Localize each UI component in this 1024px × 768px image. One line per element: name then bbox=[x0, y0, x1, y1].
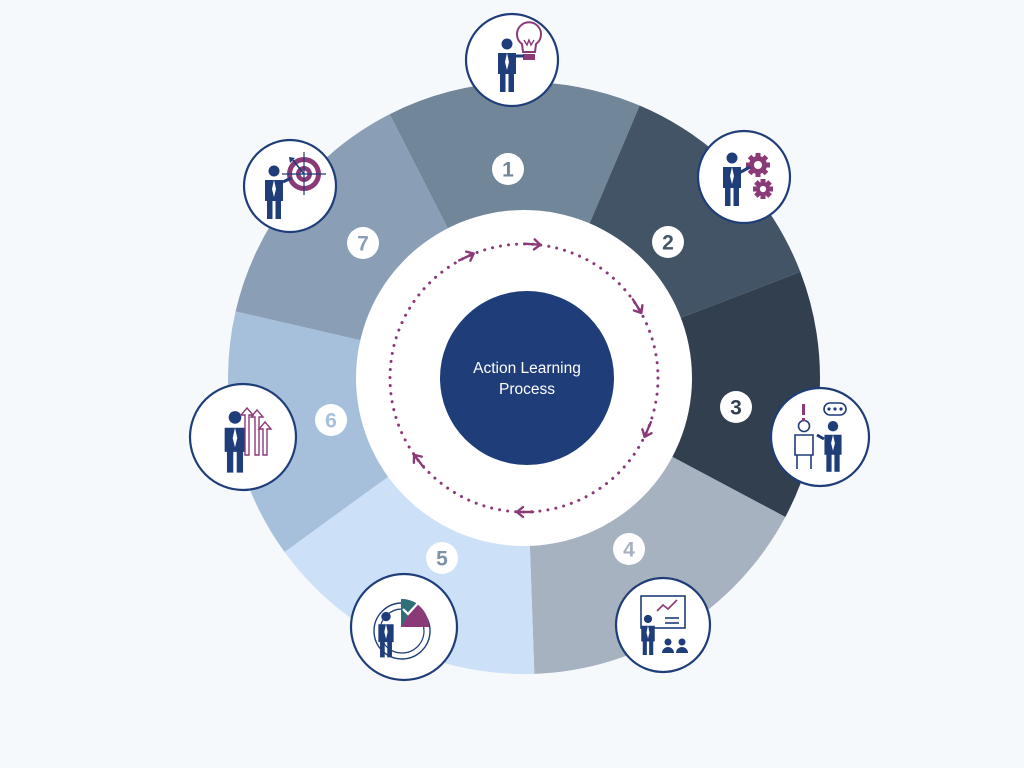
cycle-arrow-icon bbox=[631, 298, 644, 315]
cycle-arrow-icon bbox=[641, 420, 653, 439]
step-badge-7: 7 bbox=[347, 227, 379, 259]
person-target-icon bbox=[242, 138, 338, 234]
person-pie-chart-icon bbox=[349, 572, 459, 682]
step-badge-2: 2 bbox=[652, 226, 684, 258]
step-number-2: 2 bbox=[662, 232, 674, 255]
person-gears-icon bbox=[696, 129, 792, 225]
person-growth-arrows-icon bbox=[188, 382, 298, 492]
step-number-badges: 1 2 3 4 5 6 7 bbox=[315, 153, 752, 574]
dotted-cycle-arrows bbox=[388, 238, 660, 519]
cycle-arrow-icon bbox=[523, 238, 542, 251]
ring-segment-5 bbox=[284, 466, 535, 674]
ring-segment-4 bbox=[529, 448, 786, 674]
step-icons bbox=[188, 12, 871, 682]
person-lightbulb-icon bbox=[464, 12, 560, 108]
step-badge-3: 3 bbox=[720, 391, 752, 423]
center-title-line2: Process bbox=[499, 381, 555, 398]
step-badge-5: 5 bbox=[426, 542, 458, 574]
center-title-line1: Action Learning bbox=[473, 360, 581, 377]
cycle-arrow-icon bbox=[515, 505, 535, 519]
step-badge-6: 6 bbox=[315, 404, 347, 436]
center-circle bbox=[440, 291, 614, 465]
cycle-arrow-icon bbox=[458, 250, 475, 262]
presentation-board-icon bbox=[614, 576, 712, 674]
step-number-1: 1 bbox=[502, 159, 514, 182]
step-number-5: 5 bbox=[436, 548, 448, 571]
step-number-7: 7 bbox=[357, 233, 369, 256]
step-badge-1: 1 bbox=[492, 153, 524, 185]
step-badge-4: 4 bbox=[613, 533, 645, 565]
step-number-3: 3 bbox=[730, 397, 742, 420]
cycle-arrow-icon bbox=[412, 453, 426, 469]
step-number-4: 4 bbox=[623, 539, 635, 562]
step-number-6: 6 bbox=[325, 410, 337, 433]
two-people-conversation-icon bbox=[769, 386, 871, 488]
